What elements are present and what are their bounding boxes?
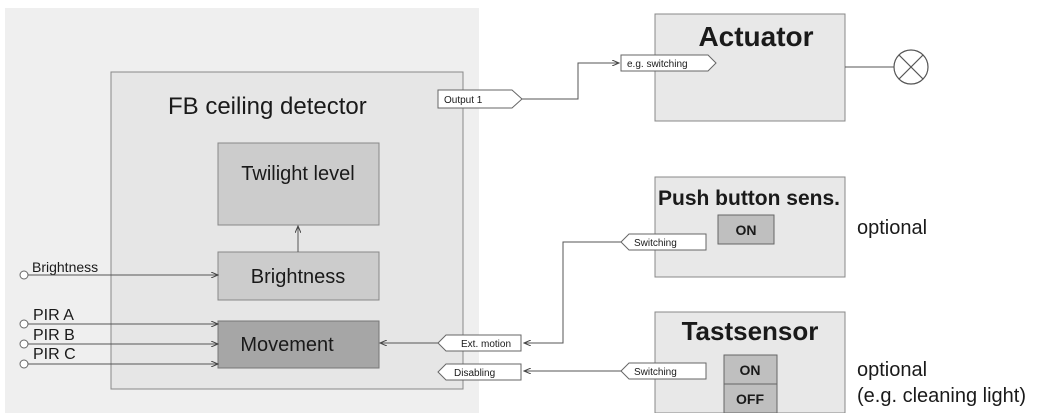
actuator-input-object	[620, 54, 717, 72]
tast-switching-object	[620, 362, 707, 380]
movement-block	[217, 320, 380, 369]
brightness-input-label: Brightness	[32, 259, 98, 275]
brightness-input-terminal	[19, 270, 29, 280]
push-to-ext-motion-line	[524, 241, 621, 343]
pir-a-terminal	[19, 319, 29, 329]
ext-motion-label: Ext. motion	[461, 339, 511, 350]
function-block-title: FB ceiling detector	[168, 93, 367, 120]
brightness-block-label: Brightness	[251, 266, 346, 288]
pir-a-label: PIR A	[33, 307, 74, 324]
pir-c-label: PIR C	[33, 346, 76, 363]
output1-to-actuator-line	[522, 63, 619, 100]
ext-motion-object	[437, 334, 522, 352]
tast-switching-label: Switching	[634, 367, 677, 378]
push-switching-label: Switching	[634, 238, 677, 249]
tastsensor-title: Tastsensor	[682, 316, 819, 346]
tastsensor-optional-note-detail: (e.g. cleaning light)	[857, 385, 1026, 407]
tastsensor-off-button[interactable]	[723, 383, 778, 413]
pir-c-terminal	[19, 359, 29, 369]
actuator-title: Actuator	[698, 21, 813, 52]
tastsensor-optional-note: optional	[857, 359, 927, 381]
twilight-level-block	[217, 142, 380, 226]
brightness-block	[217, 251, 380, 301]
push-button-on-label: ON	[736, 222, 757, 238]
pir-b-terminal	[19, 339, 29, 349]
disabling-object	[437, 363, 522, 381]
actuator-input-label: e.g. switching	[627, 59, 688, 70]
push-button-optional-note: optional	[857, 217, 927, 239]
tastsensor-on-label: ON	[740, 362, 761, 378]
push-button-on-button[interactable]	[717, 214, 775, 245]
movement-block-label: Movement	[240, 334, 334, 356]
lamp-icon-cross-b	[898, 54, 924, 80]
disabling-label: Disabling	[454, 368, 495, 379]
twilight-level-label: Twilight level	[241, 163, 354, 185]
output1-label: Output 1	[444, 95, 483, 106]
push-button-sensor-title: Push button sens.	[658, 187, 840, 210]
pir-b-label: PIR B	[33, 327, 75, 344]
push-switching-object	[620, 233, 707, 251]
tastsensor-off-label: OFF	[736, 391, 764, 407]
output1-object	[437, 89, 523, 109]
